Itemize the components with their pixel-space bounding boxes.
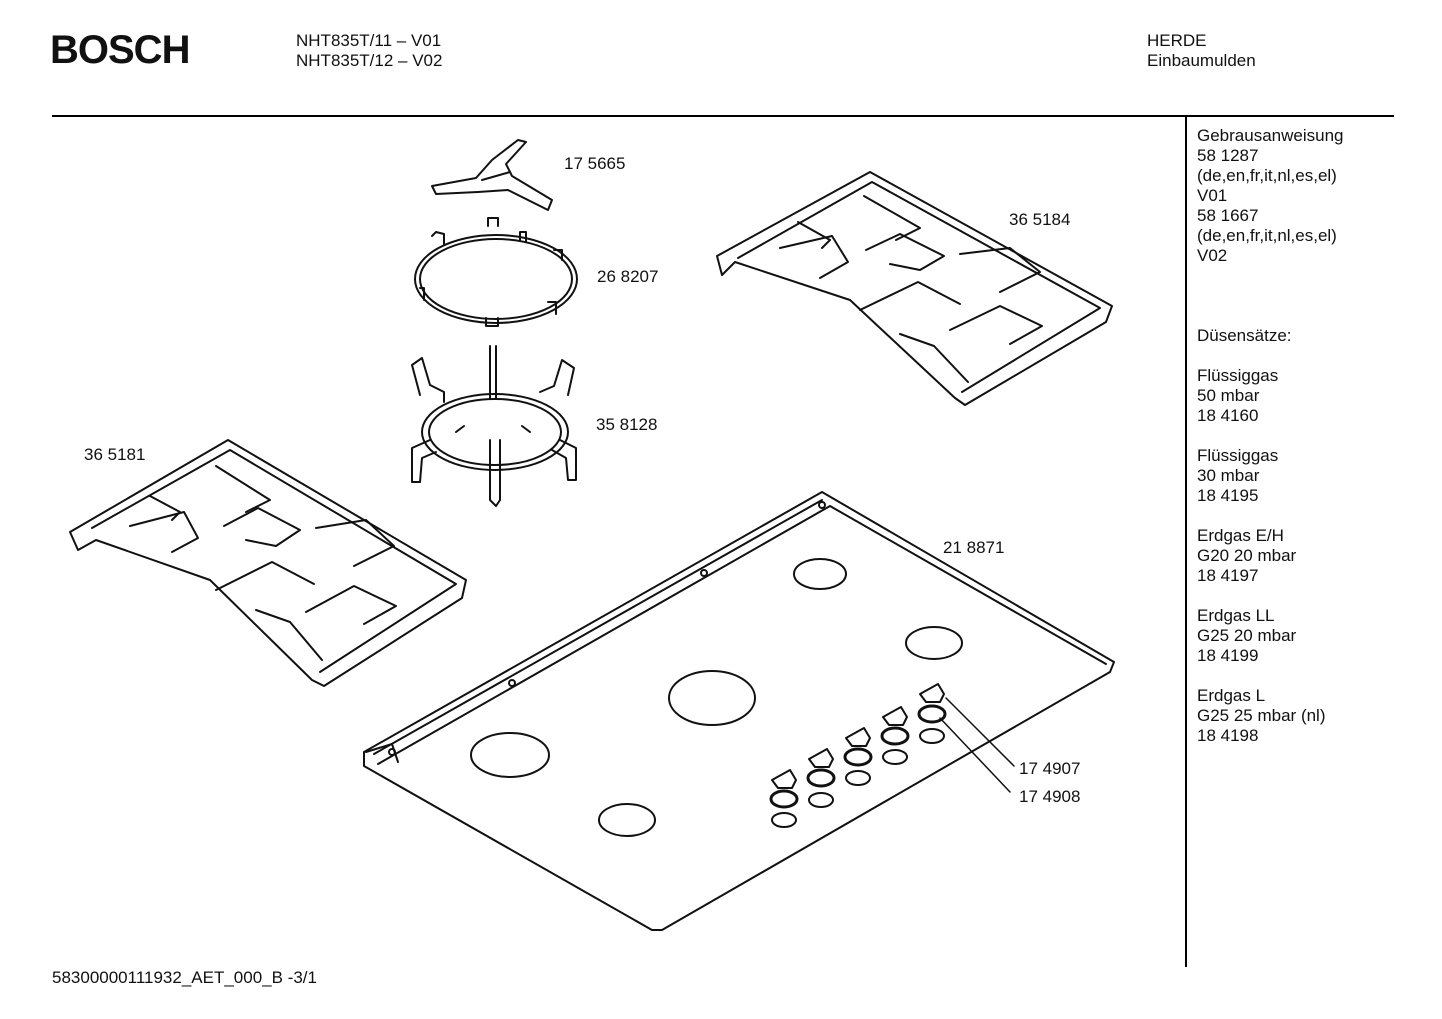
part-label-ring: 26 8207 bbox=[597, 267, 659, 286]
sidebar-line: 50 mbar bbox=[1197, 386, 1260, 405]
model-numbers: NHT835T/11 – V01 NHT835T/12 – V02 bbox=[296, 31, 442, 71]
part-label-grate-right: 36 5184 bbox=[1009, 210, 1071, 229]
document-id: 58300000111932_AET_000_B -3/1 bbox=[52, 968, 317, 987]
part-label-grate-left: 36 5181 bbox=[84, 445, 146, 464]
wok-stand-drawing bbox=[411, 345, 577, 507]
sidebar-line: 58 1287 bbox=[1197, 146, 1259, 165]
category-line-2: Einbaumulden bbox=[1147, 51, 1256, 70]
sidebar-line: 58 1667 bbox=[1197, 206, 1259, 225]
sidebar-line: Flüssiggas bbox=[1197, 366, 1279, 385]
model-line-1: NHT835T/11 – V01 bbox=[296, 31, 442, 50]
sidebar-line: (de,en,fr,it,nl,es,el) bbox=[1197, 166, 1337, 185]
sidebar-line: G25 25 mbar (nl) bbox=[1197, 706, 1326, 725]
sidebar-line: G20 20 mbar bbox=[1197, 546, 1297, 565]
ring-drawing bbox=[414, 217, 578, 327]
sidebar-line: Gebrausanweisung bbox=[1197, 126, 1344, 145]
sidebar-line: 30 mbar bbox=[1197, 466, 1260, 485]
part-label-wok-support: 17 5665 bbox=[564, 154, 626, 173]
category: HERDE Einbaumulden bbox=[1147, 31, 1256, 71]
grate-left-drawing bbox=[69, 439, 467, 687]
leader-knob-ring bbox=[939, 717, 1011, 793]
sidebar-line: 18 4198 bbox=[1197, 726, 1259, 745]
model-line-2: NHT835T/12 – V02 bbox=[296, 51, 443, 70]
sidebar-line: 18 4199 bbox=[1197, 646, 1259, 665]
knob-set-drawing bbox=[769, 683, 947, 828]
category-line-1: HERDE bbox=[1147, 31, 1207, 50]
sidebar-line: Erdgas L bbox=[1197, 686, 1266, 705]
sidebar-line: V01 bbox=[1197, 186, 1228, 205]
part-label-wok-stand: 35 8128 bbox=[596, 415, 658, 434]
sidebar-line: Flüssiggas bbox=[1197, 446, 1279, 465]
sidebar-info: Gebrausanweisung 58 1287 (de,en,fr,it,nl… bbox=[1197, 126, 1343, 746]
brand-logo: BOSCH bbox=[50, 28, 190, 72]
sidebar-line: G25 20 mbar bbox=[1197, 626, 1297, 645]
sidebar-line: Erdgas E/H bbox=[1197, 526, 1284, 545]
sidebar-line: 18 4197 bbox=[1197, 566, 1259, 585]
sidebar-line: (de,en,fr,it,nl,es,el) bbox=[1197, 226, 1337, 245]
grate-right-drawing bbox=[716, 171, 1113, 406]
part-label-knob: 17 4907 bbox=[1019, 759, 1081, 778]
header-divider bbox=[52, 115, 1394, 117]
sidebar-line: V02 bbox=[1197, 246, 1228, 265]
wok-support-drawing bbox=[431, 139, 553, 211]
part-label-knob-ring: 17 4908 bbox=[1019, 787, 1081, 806]
sidebar-line: 18 4195 bbox=[1197, 486, 1259, 505]
leader-knob bbox=[945, 697, 1015, 767]
hob-top-drawing bbox=[363, 491, 1115, 931]
sidebar-line: Erdgas LL bbox=[1197, 606, 1275, 625]
sidebar-line: Düsensätze: bbox=[1197, 326, 1292, 345]
part-label-hob-top: 21 8871 bbox=[943, 538, 1005, 557]
sidebar-line: 18 4160 bbox=[1197, 406, 1259, 425]
sidebar-divider bbox=[1185, 117, 1187, 967]
exploded-parts-drawing bbox=[69, 139, 1115, 931]
